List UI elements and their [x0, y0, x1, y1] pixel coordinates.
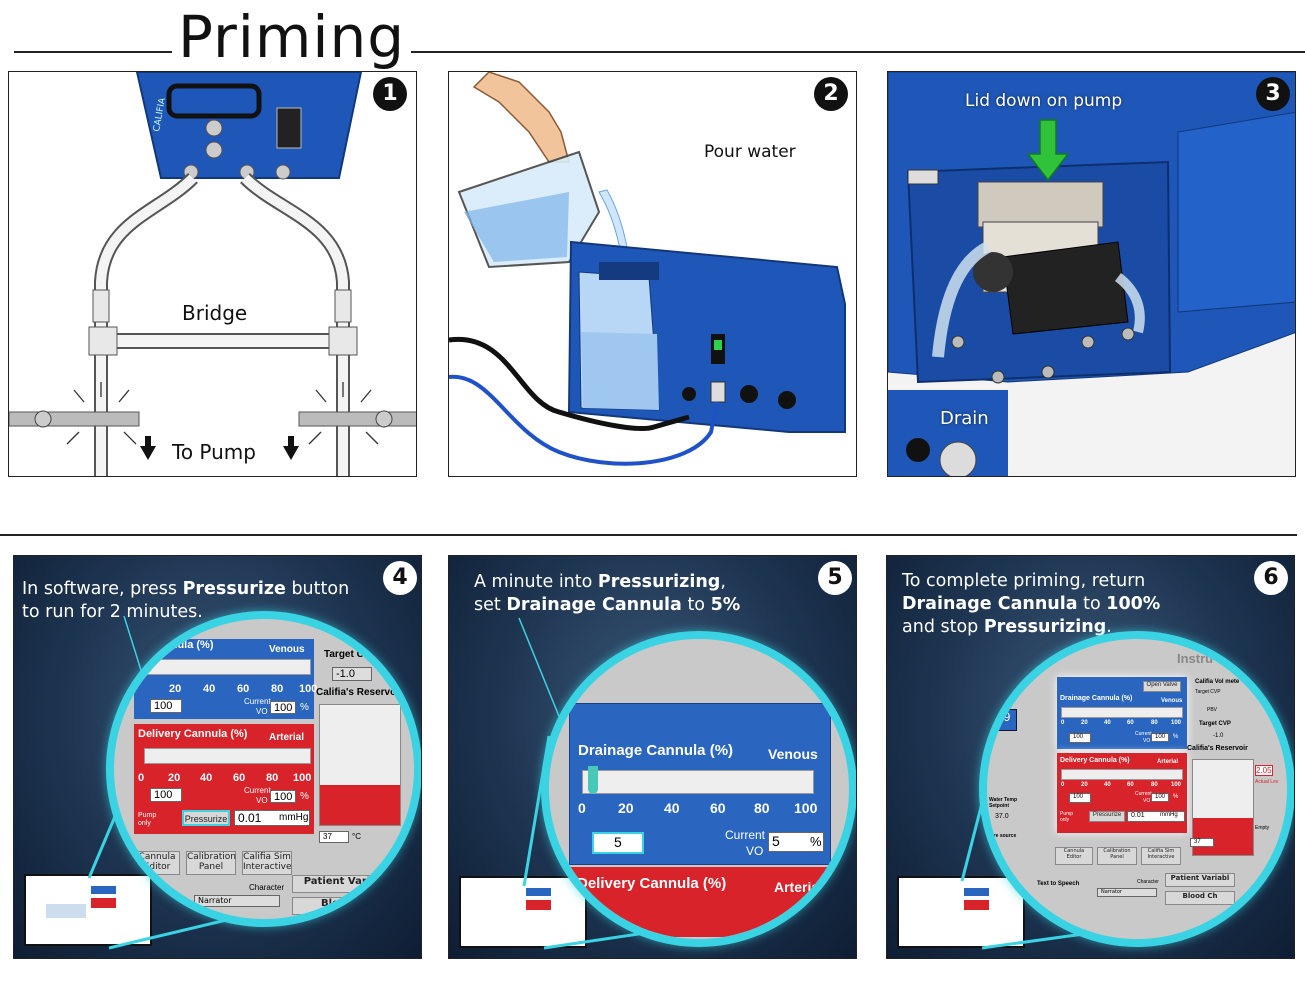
califia-sim-button[interactable]: Califia Sim Interactive [242, 851, 292, 875]
sw5-drain-panel: Drainage Cannula (%) Venous 0 20 40 60 8… [569, 703, 831, 865]
sw5-drain-value[interactable]: 5 [592, 832, 644, 854]
step-6-caption: To complete priming, return Drainage Can… [902, 571, 1161, 637]
lid-down-label: Lid down on pump [965, 91, 1123, 111]
sw6-delivery-panel: Delivery Cannula (%) Arterial 0 20 40 60… [1057, 753, 1187, 833]
step-4-magnifier: nnula (%) Venous 20 40 60 80 100 100 Cur… [106, 611, 421, 927]
step-5-screen-thumbnail [459, 876, 587, 948]
step-4-badge: 4 [383, 561, 417, 595]
step-5-panel: 5 A minute into Pressurizing, set Draina… [448, 555, 857, 959]
pressurize-button[interactable]: Pressurize [182, 810, 230, 826]
sw6-cannula-editor-button[interactable]: Cannula Editor [1055, 847, 1093, 865]
step-6-badge: 6 [1254, 561, 1288, 595]
step-3-badge: 3 [1256, 77, 1290, 111]
step-2-badge: 2 [814, 77, 848, 111]
step-4-panel: 4 In software, press Pressurize button t… [13, 555, 422, 959]
sw6-delivery-value[interactable]: 100 [1069, 793, 1091, 803]
sw4-delivery-value[interactable]: 100 [150, 788, 182, 802]
sw4-pressure: 0.01 [234, 810, 310, 826]
open-valve-button[interactable]: Open Valve [1143, 681, 1181, 692]
title-rule-right [400, 51, 1305, 53]
blood-button[interactable]: Blood [292, 897, 382, 915]
drain-label: Drain [940, 408, 989, 429]
sw6-pressurize-button[interactable]: Pressurize [1089, 811, 1125, 822]
sw6-calibration-panel-button[interactable]: Calibration Panel [1097, 847, 1137, 865]
sw6-blood-button[interactable]: Blood Ch [1165, 891, 1235, 905]
sw6-narrator-select[interactable]: Narrator [1097, 888, 1157, 897]
step-6-magnifier: Instru 9 Open Valve Drainage Cannula (%)… [979, 631, 1294, 947]
sw4-drain-panel: nnula (%) Venous 20 40 60 80 100 100 Cur… [134, 639, 317, 719]
step-4-screen-thumbnail [24, 874, 152, 946]
sw6-drain-panel: Open Valve Drainage Cannula (%) Venous 0… [1057, 677, 1187, 749]
step-2-panel: 2 Pour water [448, 71, 857, 477]
step-2-illustration [449, 72, 846, 466]
step-6-screen-thumbnail [897, 876, 1025, 948]
sw6-califia-sim-button[interactable]: Califia Sim Interactive [1141, 847, 1181, 865]
sw4-narrator-select[interactable]: Narrator [194, 895, 280, 907]
section-divider [0, 534, 1297, 536]
step-3-illustration [888, 72, 1295, 476]
step-4-caption: In software, press Pressurize button to … [22, 579, 350, 622]
step-5-badge: 5 [818, 561, 852, 595]
sw6-patient-variables-button[interactable]: Patient Variabl [1165, 873, 1235, 887]
step-1-illustration: CALIFIA [9, 72, 416, 476]
step-5-caption: A minute into Pressurizing, set Drainage… [474, 572, 741, 615]
pour-water-label: Pour water [704, 142, 796, 162]
patient-variables-button[interactable]: Patient Vari [292, 875, 382, 893]
cannula-editor-button[interactable]: Cannula Editor [134, 851, 180, 875]
step-1-panel: CALIFIA 1 Bridge To Pump [8, 71, 417, 477]
to-pump-label: To Pump [172, 440, 256, 464]
step-3-panel: 3 Lid down on pump Drain [887, 71, 1296, 477]
step-6-panel: 6 To complete priming, return Drainage C… [886, 555, 1295, 959]
sw4-drain-value[interactable]: 100 [150, 699, 182, 713]
page-title: Priming [172, 2, 412, 72]
title-rule-left [14, 51, 174, 53]
step-1-badge: 1 [373, 77, 407, 111]
step-5-magnifier: Drainage Cannula (%) Venous 0 20 40 60 8… [541, 631, 856, 947]
sw4-delivery-panel: Delivery Cannula (%) Arterial 0 20 40 60… [134, 724, 314, 834]
sw6-drain-value[interactable]: 100 [1069, 733, 1091, 743]
sw5-delivery-panel: Delivery Cannula (%) Arteria [569, 867, 829, 937]
calibration-panel-button[interactable]: Calibration Panel [186, 851, 236, 875]
bridge-label: Bridge [182, 301, 248, 325]
